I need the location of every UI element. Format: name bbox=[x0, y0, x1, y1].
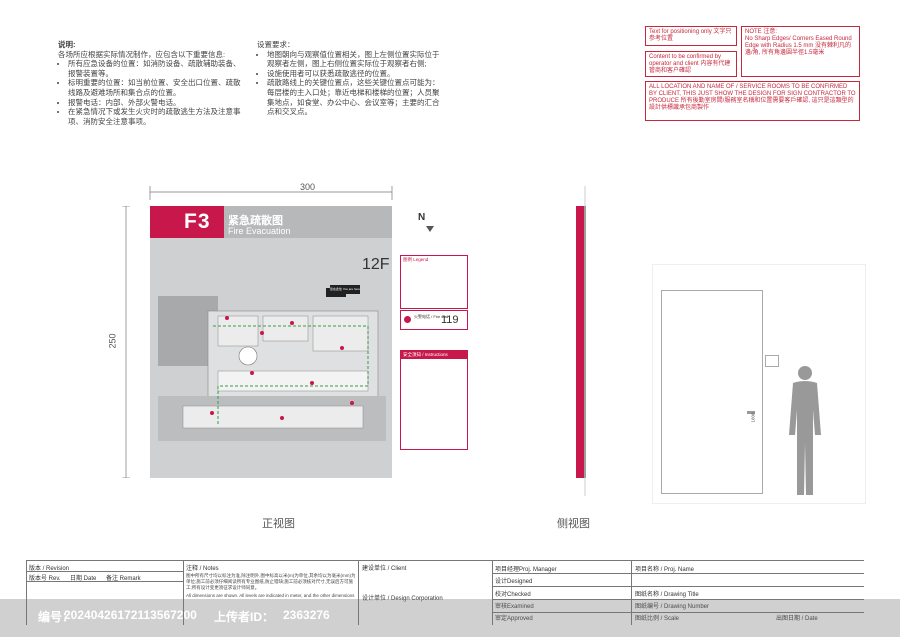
date-label: 日期 Date bbox=[70, 576, 97, 582]
marker-dot bbox=[250, 371, 254, 375]
notes-right-title: 设置要求： bbox=[257, 40, 295, 49]
sign-header: F3 紧急疏散图 Fire Evacuation N bbox=[150, 206, 425, 238]
client-label: 建设单位 / Client bbox=[362, 566, 407, 572]
door-frame bbox=[661, 290, 763, 494]
notes-text-en: All dimensions are shown. All levels are… bbox=[186, 593, 355, 598]
notes-left-intro: 各场所应根据实际情况制作，应包含以下重要信息: bbox=[58, 49, 226, 59]
approved-label: 审定Approved bbox=[495, 616, 533, 622]
instructions-panel: 安全须知 / Instructions bbox=[400, 350, 468, 450]
height-dimension-line bbox=[122, 206, 130, 478]
marker-dot bbox=[280, 416, 284, 420]
examined-label: 审核Examined bbox=[495, 604, 534, 610]
notes-left-item: 所有应急设备的位置：如消防设备、疏散辅助装备、报警装置等。 bbox=[68, 59, 243, 78]
drawing-title-label: 图纸名称 / Drawing Title bbox=[635, 592, 699, 598]
you-are-here-callout: 您在此处 You are here bbox=[330, 285, 360, 294]
footer-id: 20240426172113567200 bbox=[64, 608, 197, 622]
marker-dot bbox=[290, 321, 294, 325]
marker-dot bbox=[260, 331, 264, 335]
door-handle bbox=[747, 411, 755, 414]
notes-text: 图中所有尺寸均以标注为准,除注明外,图中标高以米(m)为单位,其余均以为毫米(m… bbox=[186, 573, 356, 590]
checked-label: 校对Checked bbox=[495, 592, 531, 598]
you-are-here-label: 您在此处 You are here bbox=[330, 287, 360, 291]
sign-title-en: Fire Evacuation bbox=[228, 226, 291, 236]
positioning-note: Text for positioning only 文字只参考位置 bbox=[645, 26, 737, 46]
level-label: 12F bbox=[362, 256, 390, 273]
marker-dot bbox=[310, 381, 314, 385]
footer-uploader: 2363276 bbox=[283, 608, 330, 622]
confirm-note: Content to be confirmed by operator and … bbox=[645, 51, 737, 77]
marker-dot bbox=[225, 316, 229, 320]
person-height-label: 1600 bbox=[750, 412, 756, 423]
side-view-label: 侧视图 bbox=[557, 518, 590, 530]
floor-plan bbox=[158, 288, 386, 441]
location-note: ALL LOCATION AND NAME OF / SERVICE ROOMS… bbox=[645, 81, 860, 121]
floor-code: F3 bbox=[184, 210, 211, 233]
title-block: 版本 / Revision 版本号 Rev. 日期 Date 备注 Remark… bbox=[26, 560, 864, 625]
notes-left-item: 在紧急情况下或发生火灾时的疏散逃生方法及注意事项、消防安全注意事项。 bbox=[68, 107, 243, 126]
proj-name-label: 项目名称 / Proj. Name bbox=[635, 567, 695, 573]
floor-badge: F3 bbox=[150, 206, 224, 238]
legend-title: 图例 Legend bbox=[403, 257, 429, 262]
marker-dot bbox=[210, 411, 214, 415]
north-indicator: N bbox=[418, 212, 426, 223]
scale-label: 图纸比例 / Scale bbox=[635, 616, 680, 622]
design-corp-label: 设计单位 / Design Corporation bbox=[362, 596, 443, 602]
designed-label: 设计Designed bbox=[495, 579, 533, 585]
notes-left-item: 报警电话：内部、外部火警电话。 bbox=[68, 98, 243, 108]
marker-dot bbox=[350, 401, 354, 405]
north-arrow-icon bbox=[426, 226, 434, 232]
print-date-label: 出图日期 / Date bbox=[776, 616, 818, 622]
pm-label: 项目经理Proj. Manager bbox=[495, 567, 557, 573]
revision-label: 版本 / Revision bbox=[29, 566, 70, 572]
dimension-lines bbox=[149, 186, 393, 200]
notes-right-item: 设施使用者可以获悉疏散逃径的位置。 bbox=[267, 69, 442, 79]
marker-dot bbox=[340, 346, 344, 350]
notes-left-title: 说明: bbox=[58, 40, 76, 49]
side-view-guide bbox=[584, 186, 586, 496]
rev-no-label: 版本号 Rev. bbox=[29, 576, 61, 582]
notes-right-item: 地图朝向与观察值位置相关，图上左侧位置实际位于观察者左侧，图上右侧位置实际位于观… bbox=[267, 50, 442, 69]
notes-left-item: 标明重要的位置：如当前位置、安全出口位置、疏散线路及避难场所和集合点的位置。 bbox=[68, 78, 243, 97]
remark-label: 备注 Remark bbox=[106, 576, 141, 582]
notes-left: 说明: 各场所应根据实际情况制作，应包含以下重要信息: 所有应急设备的位置：如消… bbox=[58, 40, 243, 126]
notes-right: 设置要求： 地图朝向与观察值位置相关，图上左侧位置实际位于观察者左侧，图上右侧位… bbox=[257, 40, 442, 117]
notes-label: 注释 / Notes bbox=[186, 566, 219, 572]
legend-panel: 图例 Legend bbox=[400, 255, 468, 309]
footer-bar: 编号： 20240426172113567200 上传者ID： 2363276 bbox=[0, 599, 900, 637]
width-dimension: 300 bbox=[300, 182, 316, 192]
footer-uploader-label: 上传者ID： bbox=[214, 610, 275, 624]
phone-icon bbox=[404, 316, 411, 323]
fire-call-label: 火警电话 / Fire Call bbox=[414, 314, 449, 319]
sign-title-cn: 紧急疏散图 bbox=[228, 215, 283, 227]
height-dimension: 250 bbox=[107, 333, 118, 349]
edge-note: NOTE 注意: No Sharp Edges/ Corners Eased R… bbox=[741, 26, 860, 77]
evacuation-sign: F3 紧急疏散图 Fire Evacuation N 12F 图例 Legend… bbox=[150, 206, 468, 478]
elevation-view: 1600 bbox=[652, 264, 866, 504]
front-view-label: 正视图 bbox=[262, 518, 295, 530]
drawing-number-label: 图纸编号 / Drawing Number bbox=[635, 604, 710, 610]
fire-call-panel: 火警电话 / Fire Call 119 bbox=[400, 310, 468, 330]
sign-mount bbox=[765, 355, 779, 367]
notes-right-item: 疏散路线上的关键位置点，这些关键位置点可能为：每层楼的主入口处；靠近电梯和楼梯的… bbox=[267, 78, 442, 116]
person-silhouette bbox=[789, 366, 821, 495]
instructions-title: 安全须知 / Instructions bbox=[401, 351, 467, 359]
footer-id-label: 编号： bbox=[38, 610, 75, 624]
fire-call-number: 119 bbox=[441, 314, 459, 326]
